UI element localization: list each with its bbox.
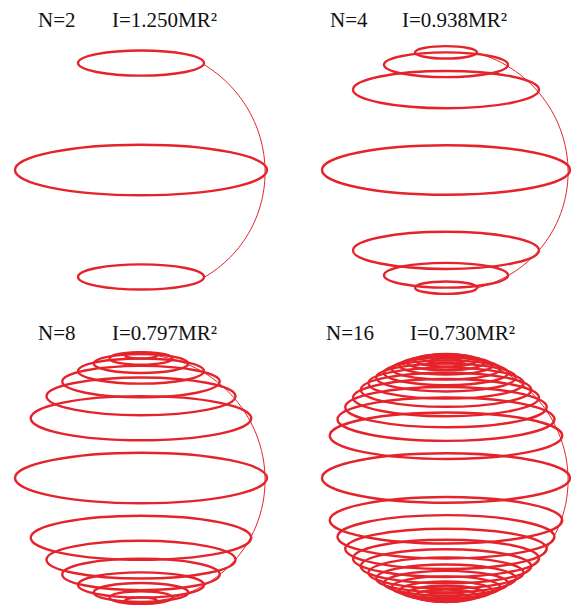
panel-label: N=16 xyxy=(326,323,374,344)
helix-wire xyxy=(454,357,568,600)
mass-ring xyxy=(94,354,189,373)
mass-ring xyxy=(330,412,563,459)
mass-ring xyxy=(322,453,570,503)
mass-ring xyxy=(78,50,204,75)
helix-wire xyxy=(157,356,266,601)
mass-ring xyxy=(322,145,570,195)
mass-ring xyxy=(330,497,563,544)
mass-ring xyxy=(15,145,267,195)
panel-label: N=4 xyxy=(330,10,368,31)
panel-label: N=2 xyxy=(38,10,76,31)
helix-wire xyxy=(477,53,569,288)
ring-sphere xyxy=(322,46,570,294)
panel-label: N=8 xyxy=(38,323,76,344)
mass-ring xyxy=(345,529,547,569)
mass-ring xyxy=(31,516,252,560)
panel-label: I=1.250MR² xyxy=(112,10,217,31)
mass-ring xyxy=(353,71,539,108)
mass-ring xyxy=(94,583,189,602)
mass-ring xyxy=(31,396,252,440)
mass-ring xyxy=(345,387,547,427)
mass-ring xyxy=(353,232,539,269)
panel-label: I=0.730MR² xyxy=(410,323,515,344)
panel-label: I=0.938MR² xyxy=(402,10,507,31)
helix-wire xyxy=(203,64,265,278)
mass-ring xyxy=(78,264,204,289)
panel-label: I=0.797MR² xyxy=(112,323,217,344)
ring-sphere xyxy=(322,354,570,602)
ring-sphere xyxy=(15,352,267,604)
ring-sphere xyxy=(15,50,267,289)
mass-ring xyxy=(15,453,267,503)
